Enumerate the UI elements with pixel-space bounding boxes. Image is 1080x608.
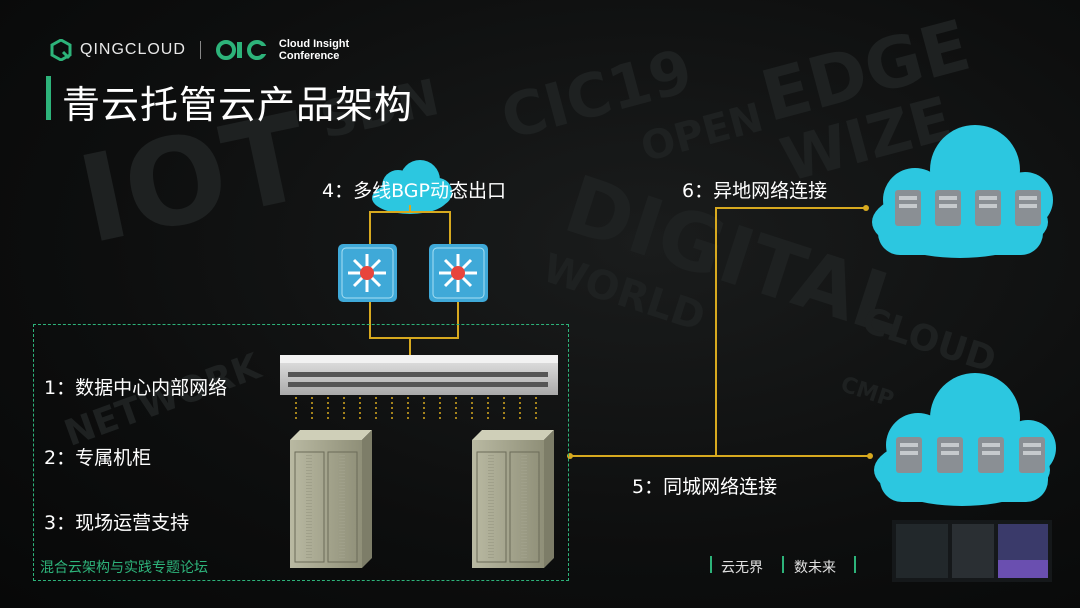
label-samecity-connection: 5：同城网络连接 bbox=[632, 476, 778, 498]
connection-node-dot bbox=[863, 205, 869, 211]
connection-node-dot bbox=[867, 453, 873, 459]
external-connection-lines bbox=[570, 207, 870, 457]
label-onsite-support: 3：现场运营支持 bbox=[44, 512, 190, 534]
label-remote-connection: 6：异地网络连接 bbox=[682, 180, 828, 202]
bgp-connector-lines bbox=[369, 205, 459, 355]
footer-slogan-1: 云无界 bbox=[721, 560, 763, 576]
router-icon-left bbox=[338, 244, 397, 302]
conference-name: Cloud Insight Conference bbox=[279, 38, 349, 62]
footer-divider bbox=[782, 556, 784, 573]
remote-cloud-icon bbox=[872, 125, 1053, 258]
brand-name: QINGCLOUD bbox=[80, 41, 186, 58]
server-cabinet-left-icon bbox=[290, 430, 372, 568]
switch-drop-lines bbox=[295, 397, 537, 422]
forum-caption: 混合云架构与实践专题论坛 bbox=[40, 560, 208, 576]
footer-slogan-2: 数未来 bbox=[794, 560, 836, 576]
header-divider bbox=[199, 41, 201, 59]
qingcloud-logo-icon bbox=[50, 39, 72, 61]
core-switch-icon bbox=[280, 355, 558, 395]
label-dedicated-cabinet: 2：专属机柜 bbox=[44, 447, 152, 469]
managed-zone-box bbox=[33, 324, 569, 581]
router-icon-right bbox=[429, 244, 488, 302]
conference-line2: Conference bbox=[278, 50, 340, 62]
label-bgp-egress: 4：多线BGP动态出口 bbox=[322, 180, 506, 202]
conference-badge-icon bbox=[892, 520, 1052, 582]
page-title: 青云托管云产品架构 bbox=[62, 83, 414, 127]
label-datacenter-network: 1：数据中心内部网络 bbox=[44, 377, 228, 399]
cic-logo-icon bbox=[215, 40, 268, 60]
samecity-cloud-icon bbox=[874, 373, 1056, 506]
bgp-cloud-icon bbox=[372, 160, 452, 214]
footer-divider bbox=[854, 556, 856, 573]
server-cabinet-right-icon bbox=[472, 430, 554, 568]
header: QINGCLOUD Cloud Insight Conference bbox=[50, 38, 349, 62]
title-accent-bar bbox=[46, 76, 51, 120]
footer-divider bbox=[710, 556, 712, 573]
conference-line1: Cloud Insight bbox=[278, 38, 350, 50]
